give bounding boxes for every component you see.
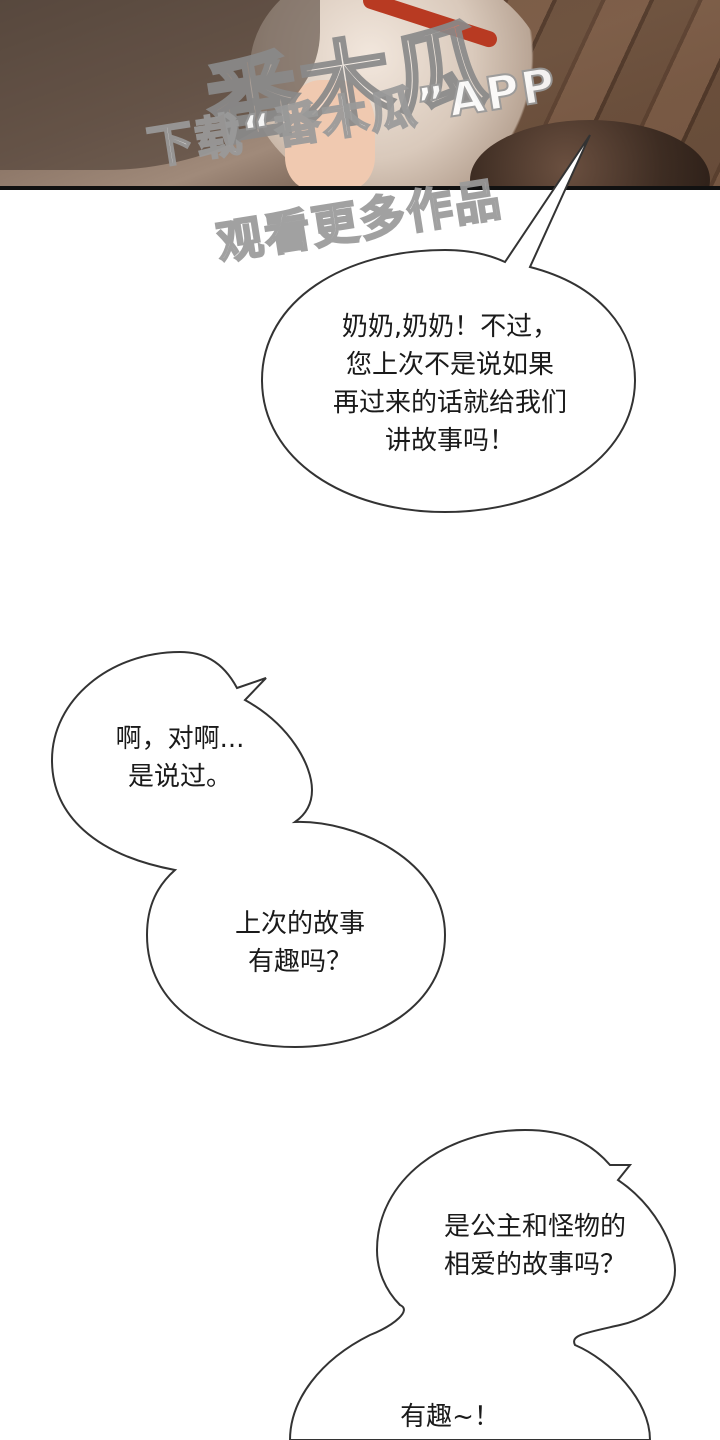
speech-bubble-2 xyxy=(50,650,447,1049)
dialogue-line: 您上次不是说如果 xyxy=(345,350,554,380)
dialogue-line: 有趣~！ xyxy=(400,1402,500,1432)
dialogue-line: 是说过。 xyxy=(127,762,232,792)
dialogue-line: 上次的故事 xyxy=(234,909,365,939)
dialogue-line: 奶奶,奶奶！不过， xyxy=(341,312,559,342)
dialogue-text-2: 啊，对啊... 是说过。 xyxy=(90,720,270,796)
dialogue-line: 有趣吗？ xyxy=(247,947,352,977)
dialogue-line: 相爱的故事吗？ xyxy=(443,1250,626,1280)
dialogue-line: 再过来的话就给我们 xyxy=(332,388,567,418)
character-hand xyxy=(285,80,375,186)
dialogue-text-4: 是公主和怪物的 相爱的故事吗？ xyxy=(415,1208,655,1284)
dialogue-text-3: 上次的故事 有趣吗？ xyxy=(200,905,400,981)
dialogue-text-5: 有趣~！ xyxy=(370,1398,530,1436)
dialogue-line: 啊，对啊... xyxy=(115,724,245,754)
dialogue-text-1: 奶奶,奶奶！不过， 您上次不是说如果 再过来的话就给我们 讲故事吗！ xyxy=(300,308,600,460)
speech-bubble-1 xyxy=(260,134,637,514)
dialogue-line: 是公主和怪物的 xyxy=(443,1212,626,1242)
speech-bubble-3 xyxy=(288,1128,677,1440)
comic-panel-top xyxy=(0,0,720,190)
dialogue-line: 讲故事吗！ xyxy=(384,426,515,456)
